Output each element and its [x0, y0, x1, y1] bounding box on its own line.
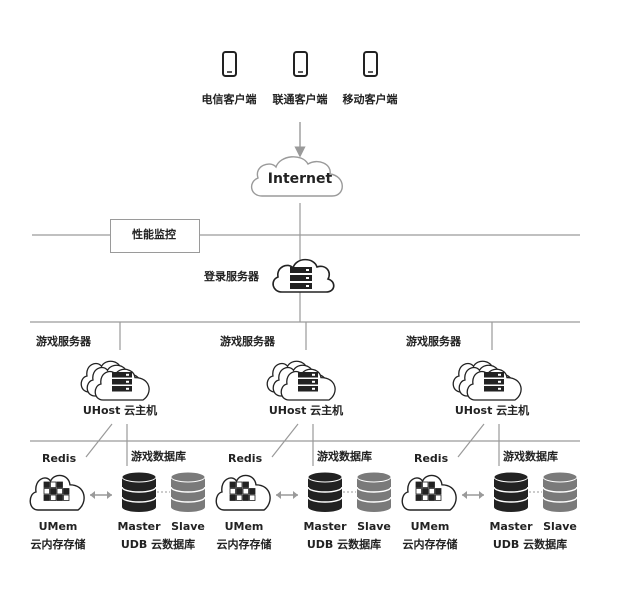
udb-label: UDB 云数据库 [306, 538, 382, 551]
client-label-mobile: 移动客户端 [342, 93, 398, 106]
umem-cloud-icon [215, 474, 271, 511]
redis-label: Redis [414, 452, 449, 465]
master-db-icon [493, 471, 529, 512]
slave-db-icon [356, 471, 392, 512]
umem-desc-label: 云内存存储 [402, 538, 458, 551]
uhost-label: UHost 云主机 [454, 404, 530, 417]
server-group [401, 322, 578, 512]
umem-cloud-icon [401, 474, 457, 511]
master-label: Master [303, 520, 347, 533]
slave-label: Slave [171, 520, 205, 533]
master-db-icon [121, 471, 157, 512]
udb-label: UDB 云数据库 [120, 538, 196, 551]
game-db-label: 游戏数据库 [131, 450, 186, 463]
udb-label: UDB 云数据库 [492, 538, 568, 551]
server-group [29, 322, 206, 512]
game-server-label: 游戏服务器 [36, 335, 91, 348]
uhost-cloud-icon [80, 360, 150, 401]
uhost-to-redis-line [457, 423, 485, 458]
umem-label: UMem [38, 520, 78, 533]
master-label: Master [117, 520, 161, 533]
slave-label: Slave [543, 520, 577, 533]
internet-label: Internet [267, 171, 333, 187]
game-server-label: 游戏服务器 [406, 335, 461, 348]
client-label-telecom: 电信客户端 [201, 93, 257, 106]
game-server-label: 游戏服务器 [220, 335, 275, 348]
server-groups [29, 322, 578, 512]
monitor-label: 性能监控 [132, 228, 176, 241]
umem-desc-label: 云内存存储 [216, 538, 272, 551]
uhost-label: UHost 云主机 [82, 404, 158, 417]
server-group [215, 322, 392, 512]
sync-arrow-icon [276, 491, 298, 499]
uhost-cloud-icon [266, 360, 336, 401]
game-db-label: 游戏数据库 [503, 450, 558, 463]
uhost-to-redis-line [85, 423, 113, 458]
umem-label: UMem [410, 520, 450, 533]
umem-desc-label: 云内存存储 [30, 538, 86, 551]
phone-icon [293, 51, 308, 77]
master-db-icon [307, 471, 343, 512]
slave-label: Slave [357, 520, 391, 533]
master-label: Master [489, 520, 533, 533]
sync-arrow-icon [462, 491, 484, 499]
cloud-icon [251, 156, 343, 197]
redis-label: Redis [42, 452, 77, 465]
uhost-label: UHost 云主机 [268, 404, 344, 417]
umem-label: UMem [224, 520, 264, 533]
sync-arrow-icon [90, 491, 112, 499]
phone-icon [363, 51, 378, 77]
slave-db-icon [542, 471, 578, 512]
slave-db-icon [170, 471, 206, 512]
umem-cloud-icon [29, 474, 85, 511]
login-server-label: 登录服务器 [204, 270, 259, 283]
game-db-label: 游戏数据库 [317, 450, 372, 463]
monitor-box [110, 219, 200, 253]
uhost-to-redis-line [271, 423, 299, 458]
redis-label: Redis [228, 452, 263, 465]
client-label-unicom: 联通客户端 [272, 93, 328, 106]
phone-icon [222, 51, 237, 77]
cloud-server-icon [272, 258, 335, 293]
uhost-cloud-icon [452, 360, 522, 401]
